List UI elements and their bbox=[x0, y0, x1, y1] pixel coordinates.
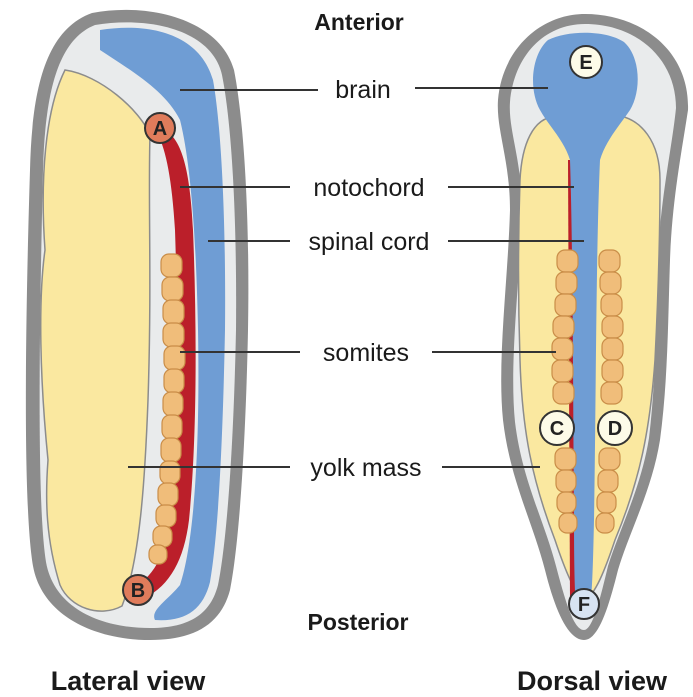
svg-text:B: B bbox=[131, 580, 145, 602]
somite bbox=[552, 338, 573, 360]
somite bbox=[153, 526, 172, 547]
somites-label: somites bbox=[323, 339, 409, 367]
notochord-label: notochord bbox=[313, 174, 424, 202]
somite bbox=[601, 294, 622, 316]
marker-e: E bbox=[570, 46, 602, 78]
somite bbox=[602, 338, 623, 360]
somite bbox=[164, 346, 185, 370]
somite bbox=[553, 382, 574, 404]
somite bbox=[161, 254, 182, 277]
brain-label: brain bbox=[335, 76, 391, 104]
somite bbox=[600, 272, 621, 294]
somite bbox=[599, 250, 620, 272]
lateral-embryo: A B bbox=[26, 10, 249, 640]
somite bbox=[161, 438, 181, 462]
somite bbox=[601, 382, 622, 404]
somite bbox=[164, 369, 184, 393]
anterior-label: Anterior bbox=[314, 9, 404, 35]
somite bbox=[596, 513, 614, 533]
somite bbox=[555, 448, 576, 470]
svg-text:C: C bbox=[550, 418, 564, 440]
somite bbox=[162, 277, 183, 301]
marker-c: C bbox=[540, 411, 574, 445]
somite bbox=[156, 505, 176, 527]
somite bbox=[556, 272, 577, 294]
somite bbox=[163, 323, 184, 347]
somite bbox=[552, 360, 573, 382]
somite bbox=[557, 250, 578, 272]
svg-text:E: E bbox=[579, 52, 592, 74]
somite bbox=[602, 316, 623, 338]
yolk-mass-label: yolk mass bbox=[310, 454, 421, 482]
lateral-yolk-mass bbox=[41, 70, 150, 611]
somite bbox=[160, 461, 180, 484]
somite bbox=[163, 300, 184, 324]
somite bbox=[557, 492, 576, 513]
marker-a: A bbox=[145, 113, 175, 143]
dorsal-view-label: Dorsal view bbox=[517, 666, 668, 696]
somite bbox=[163, 392, 183, 416]
marker-f: F bbox=[569, 589, 599, 619]
svg-text:D: D bbox=[608, 418, 622, 440]
marker-b: B bbox=[123, 575, 153, 605]
somite bbox=[149, 545, 167, 564]
somite bbox=[556, 470, 576, 492]
posterior-label: Posterior bbox=[308, 609, 409, 635]
somite bbox=[598, 470, 618, 492]
somite bbox=[602, 360, 623, 382]
somite bbox=[559, 513, 577, 533]
dorsal-embryo: C D E F bbox=[498, 14, 688, 640]
somite bbox=[597, 492, 616, 513]
somite bbox=[162, 415, 182, 439]
marker-d: D bbox=[598, 411, 632, 445]
svg-text:F: F bbox=[578, 594, 590, 616]
somite bbox=[553, 316, 574, 338]
spinal-cord-label: spinal cord bbox=[309, 228, 430, 256]
lateral-view-label: Lateral view bbox=[51, 666, 207, 696]
svg-text:A: A bbox=[153, 118, 167, 140]
somite bbox=[158, 483, 178, 506]
somite bbox=[599, 448, 620, 470]
somite bbox=[555, 294, 576, 316]
